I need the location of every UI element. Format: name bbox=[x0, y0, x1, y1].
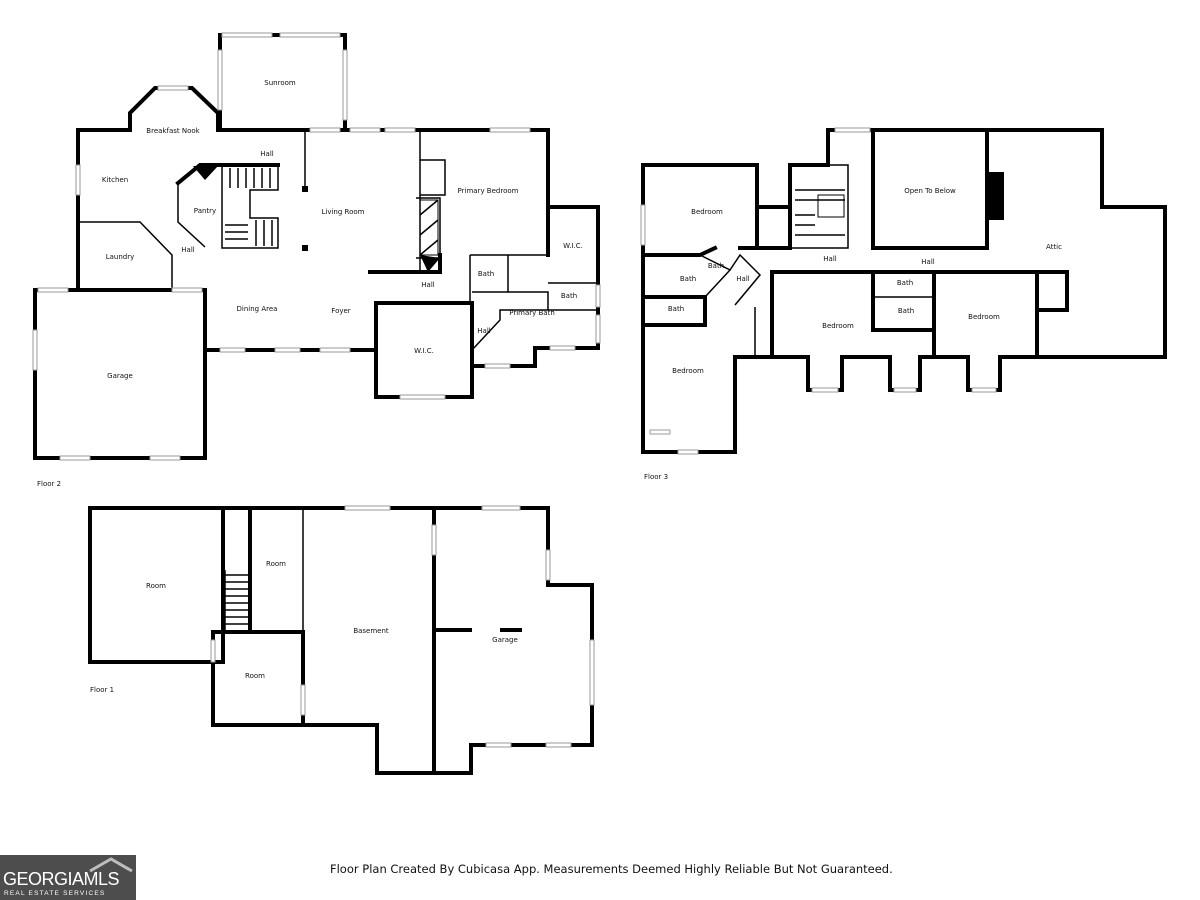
label-bath-3: Bath bbox=[897, 279, 913, 287]
label-dining-area: Dining Area bbox=[237, 305, 278, 313]
label-bath-4: Bath bbox=[668, 305, 684, 313]
logo-wordmark: GEORGIAMLS bbox=[3, 869, 120, 890]
floor-1-plan: Room Room Basement Garage Room Floor 1 bbox=[88, 505, 595, 775]
stair-treads-f2 bbox=[225, 168, 273, 246]
logo-tagline: REAL ESTATE SERVICES bbox=[4, 890, 106, 897]
label-foyer: Foyer bbox=[331, 307, 351, 315]
georgia-mls-logo: GEORGIAMLS REAL ESTATE SERVICES bbox=[0, 855, 136, 900]
label-sunroom: Sunroom bbox=[264, 79, 296, 87]
label-hall-small: Hall bbox=[477, 327, 490, 335]
label-room-b: Room bbox=[266, 560, 286, 568]
label-garage-f1: Garage bbox=[492, 636, 518, 644]
label-primary-bath: Primary Bath bbox=[509, 309, 555, 317]
stair-treads-f1 bbox=[224, 570, 248, 630]
label-breakfast-nook: Breakfast Nook bbox=[146, 127, 200, 135]
label-pantry: Pantry bbox=[194, 207, 216, 215]
label-wic-center: W.I.C. bbox=[414, 347, 434, 355]
label-hall-left: Hall bbox=[181, 246, 194, 254]
label-attic: Attic bbox=[1046, 243, 1062, 251]
floor-1-label: Floor 1 bbox=[90, 686, 114, 694]
stair-treads-f3 bbox=[795, 189, 845, 236]
logo-suffix: MLS bbox=[83, 869, 120, 889]
footer-disclaimer: Floor Plan Created By Cubicasa App. Meas… bbox=[330, 862, 893, 876]
house-roof-icon bbox=[89, 857, 133, 873]
label-basement: Basement bbox=[353, 627, 389, 635]
label-bedroom-mid: Bedroom bbox=[822, 322, 854, 330]
logo-brand: GEORGIA bbox=[3, 869, 84, 889]
label-garage-f2: Garage bbox=[107, 372, 133, 380]
label-bedroom-right: Bedroom bbox=[968, 313, 1000, 321]
label-wic-right: W.I.C. bbox=[563, 242, 583, 250]
label-hall-a: Hall bbox=[823, 255, 836, 263]
label-room-a: Room bbox=[146, 582, 166, 590]
floor-2-label: Floor 2 bbox=[37, 480, 61, 488]
floor-3-plan: Bedroom Open To Below Attic Hall Hall Ba… bbox=[640, 127, 1167, 481]
label-primary-bedroom: Primary Bedroom bbox=[458, 187, 519, 195]
label-bath-b: Bath bbox=[561, 292, 577, 300]
label-open-to-below: Open To Below bbox=[904, 187, 956, 195]
label-bath-a: Bath bbox=[478, 270, 494, 278]
label-room-c: Room bbox=[245, 672, 265, 680]
label-bedroom-left: Bedroom bbox=[672, 367, 704, 375]
label-hall-b: Hall bbox=[921, 258, 934, 266]
label-living-room: Living Room bbox=[322, 208, 365, 216]
label-hall-top: Hall bbox=[260, 150, 273, 158]
label-bath-5: Bath bbox=[898, 307, 914, 315]
label-hall-c: Hall bbox=[736, 275, 749, 283]
label-bath-2: Bath bbox=[680, 275, 696, 283]
floor-2-plan: Sunroom Breakfast Nook Hall Kitchen Pant… bbox=[32, 32, 601, 488]
label-bath-1: Bath bbox=[708, 262, 724, 270]
label-hall-mid: Hall bbox=[421, 281, 434, 289]
label-bedroom-top: Bedroom bbox=[691, 208, 723, 216]
label-kitchen: Kitchen bbox=[102, 176, 128, 184]
floor-3-label: Floor 3 bbox=[644, 473, 668, 481]
label-laundry: Laundry bbox=[106, 253, 135, 261]
